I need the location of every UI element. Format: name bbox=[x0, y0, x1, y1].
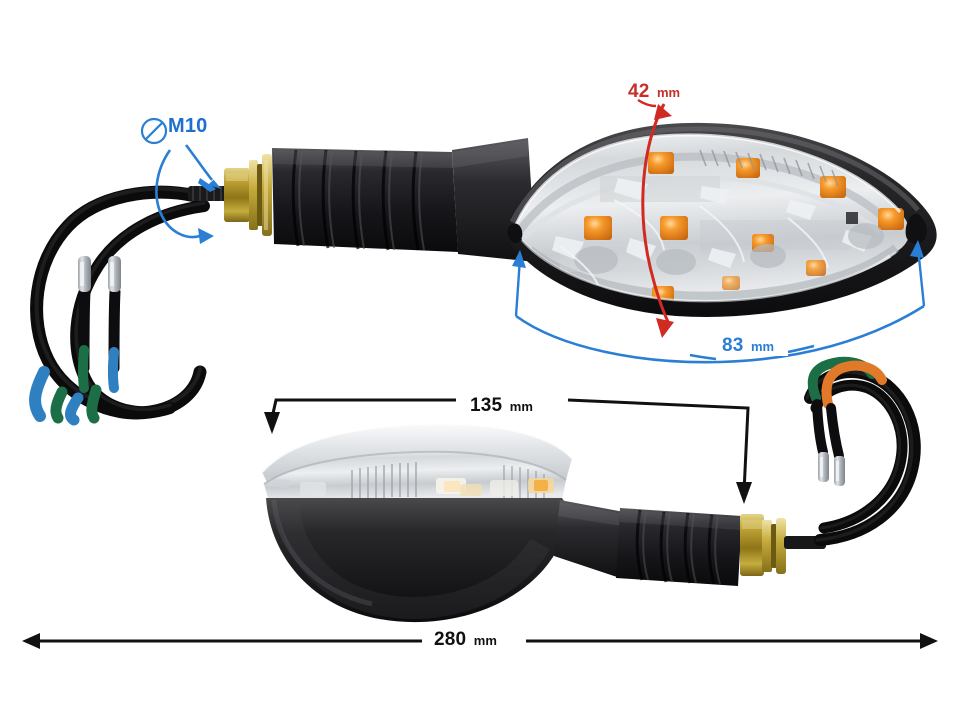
rubber-boot-lower bbox=[616, 508, 742, 586]
thread-diameter-callout-graphics bbox=[140, 117, 222, 244]
led-indicator-upper bbox=[507, 122, 937, 317]
body-length-dimension-unit: mm bbox=[509, 399, 533, 414]
brass-nut-and-washers-lower bbox=[740, 514, 786, 576]
width-dimension-unit: mm bbox=[751, 339, 775, 354]
total-length-dimension-label: 280 mm bbox=[434, 630, 497, 649]
total-length-dimension-value: 280 bbox=[434, 629, 467, 650]
height-dimension-value: 42 bbox=[628, 81, 650, 102]
threaded-stem-upper bbox=[188, 186, 232, 201]
height-dimension-unit: mm bbox=[657, 85, 681, 100]
wire-harness-right bbox=[804, 356, 921, 546]
diameter-symbol-icon bbox=[140, 117, 168, 145]
total-length-dimension-graphics bbox=[22, 633, 938, 649]
upper-assembly bbox=[29, 122, 937, 426]
height-dimension-graphics bbox=[637, 98, 674, 338]
height-dimension-label: 42 mm bbox=[628, 82, 680, 101]
width-dimension-label: 83 mm bbox=[722, 336, 774, 355]
width-dimension-graphics bbox=[512, 240, 926, 364]
width-dimension-value: 83 bbox=[722, 335, 744, 356]
body-length-dimension-value: 135 bbox=[470, 395, 503, 416]
brass-nut-and-washers-upper bbox=[224, 154, 272, 236]
total-length-dimension-unit: mm bbox=[473, 633, 497, 648]
body-length-dimension-graphics bbox=[264, 398, 752, 504]
rubber-boot-upper bbox=[272, 148, 458, 252]
wire-harness-left bbox=[29, 185, 210, 426]
bullet-connector-pair-left bbox=[77, 256, 121, 393]
body-length-dimension-label: 135 mm bbox=[470, 396, 533, 415]
lower-assembly bbox=[261, 356, 921, 623]
led-indicator-lower bbox=[261, 422, 573, 623]
thread-spec-label: M10 bbox=[168, 116, 208, 136]
led-array-upper bbox=[584, 152, 904, 302]
bullet-connector-pair-right bbox=[812, 399, 845, 486]
indicator-stalk-lower bbox=[554, 500, 624, 578]
thread-spec-value: M10 bbox=[168, 115, 208, 137]
